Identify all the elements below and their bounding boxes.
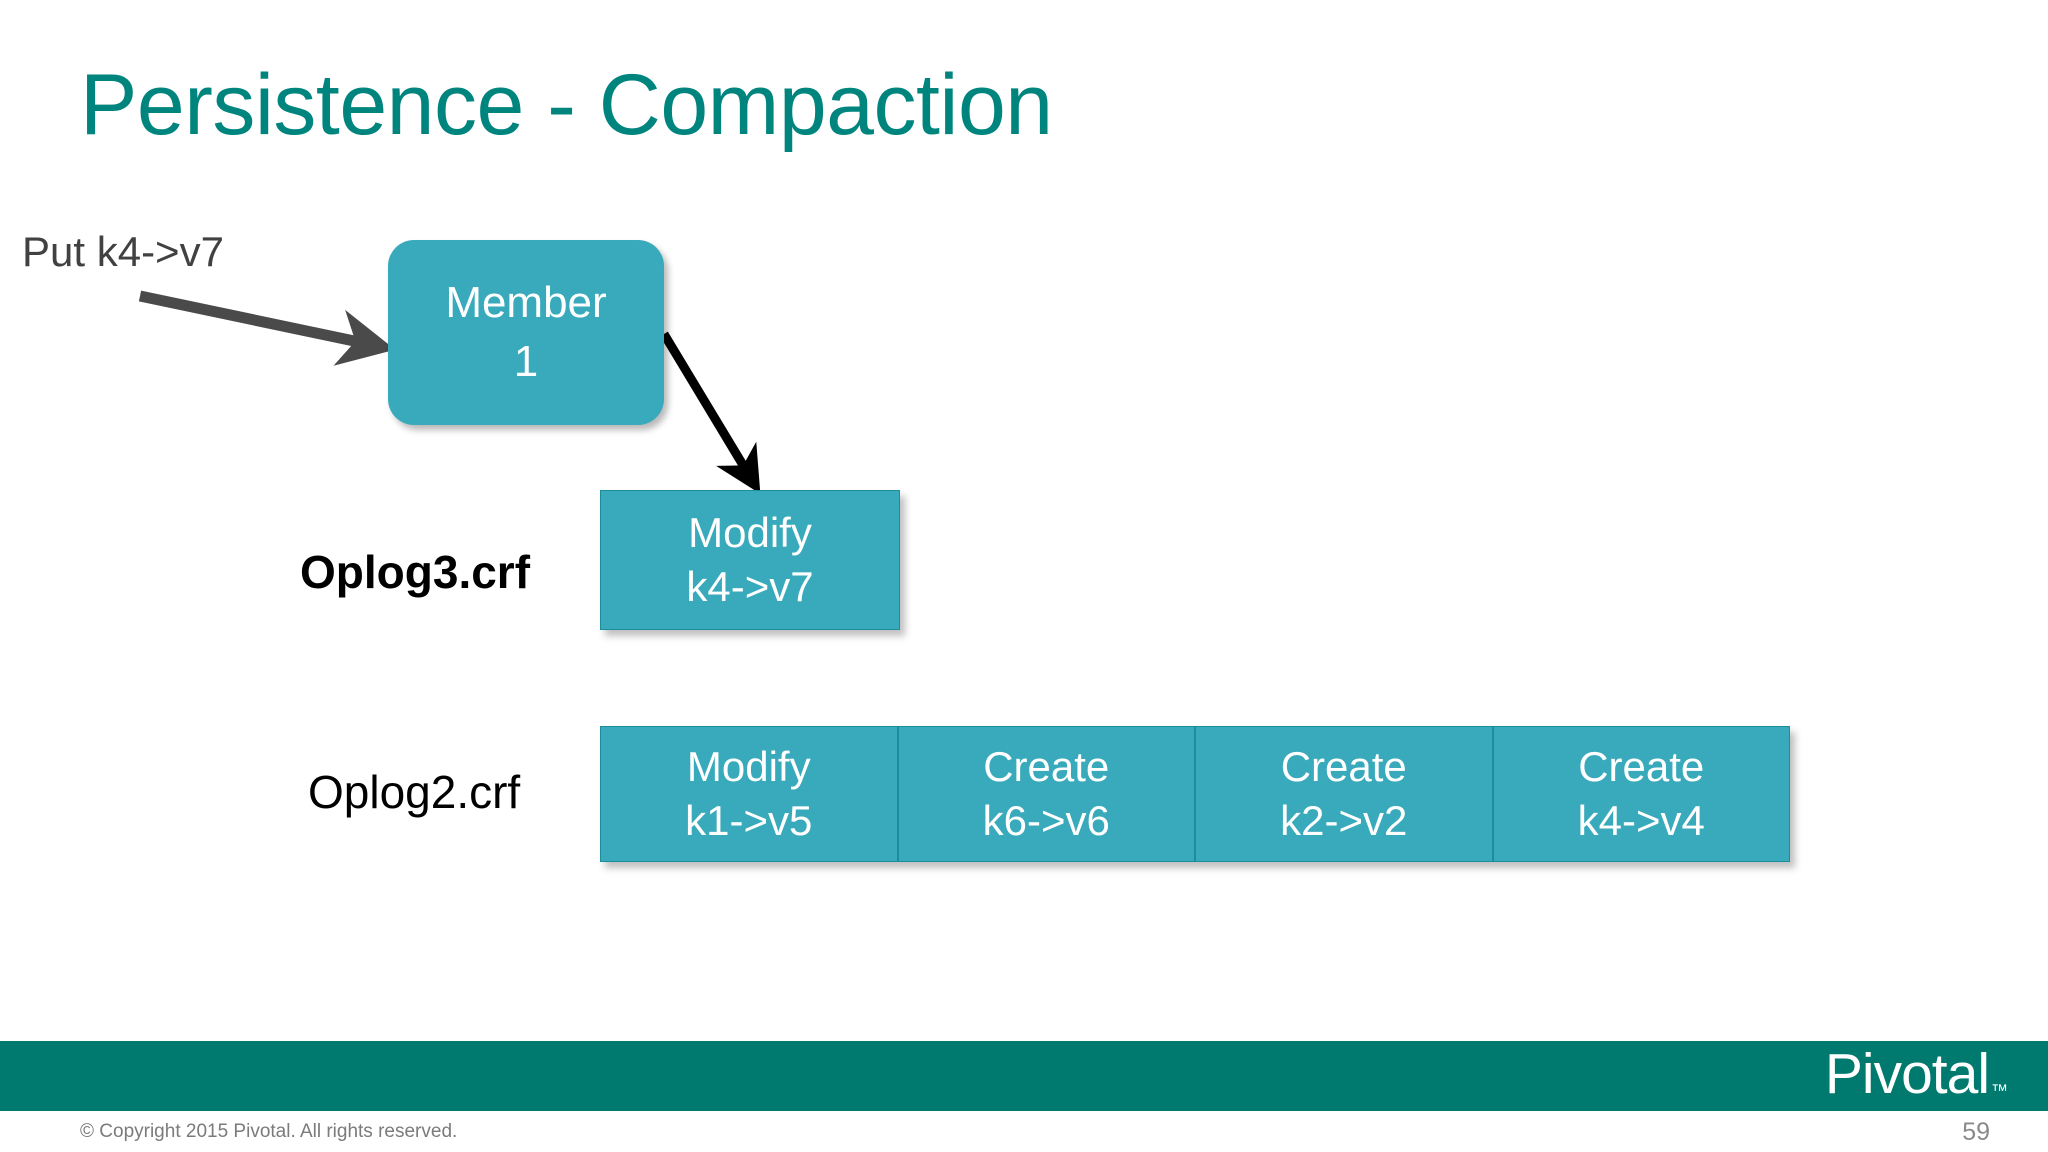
oplog2-cell-3[interactable]: Create k4->v4 [1492,726,1790,862]
oplog3-label: Oplog3.crf [300,546,531,598]
page-title: Persistence - Compaction [80,57,1053,153]
member-node[interactable]: Member 1 [388,240,664,425]
footer-band [0,1041,2048,1111]
oplog2-cell-0-op: Modify [686,743,811,791]
oplog2-cell-1-op: Create [983,743,1110,791]
put-to-member-arrow [138,290,396,366]
oplog2-cell-2-kv: k2->v2 [1280,797,1408,844]
oplog3-cell-0-kv: k4->v7 [686,563,814,610]
pivotal-logo-text: Pivotal [1824,1042,1990,1106]
member-node-line2: 1 [513,336,539,386]
oplog2-cell-1[interactable]: Create k6->v6 [897,726,1195,862]
oplog2-label: Oplog2.crf [308,766,521,818]
oplog3-cell-0-op: Modify [688,509,812,557]
copyright-text: © Copyright 2015 Pivotal. All rights res… [80,1121,458,1142]
oplog2-cell-0[interactable]: Modify k1->v5 [600,726,898,862]
oplog2-cell-3-op: Create [1578,743,1705,791]
oplog3-cell-0[interactable]: Modify k4->v7 [600,490,900,630]
oplog2-cell-1-kv: k6->v6 [982,797,1110,844]
member-node-line1: Member [445,278,607,328]
oplog2-cell-3-kv: k4->v4 [1577,797,1705,844]
oplog2-cell-0-kv: k1->v5 [685,797,813,844]
page-number: 59 [1962,1118,1990,1146]
oplog2-row: Modify k1->v5 Create k6->v6 Create k2->v… [600,726,1790,862]
oplog2-cell-2[interactable]: Create k2->v2 [1195,726,1493,862]
oplog2-cell-2-op: Create [1280,743,1407,791]
put-operation-label: Put k4->v7 [22,228,224,275]
oplog3-row: Modify k4->v7 [600,490,900,630]
member-to-oplog3-arrow [660,331,761,494]
trademark-icon: ™ [1991,1081,2008,1100]
